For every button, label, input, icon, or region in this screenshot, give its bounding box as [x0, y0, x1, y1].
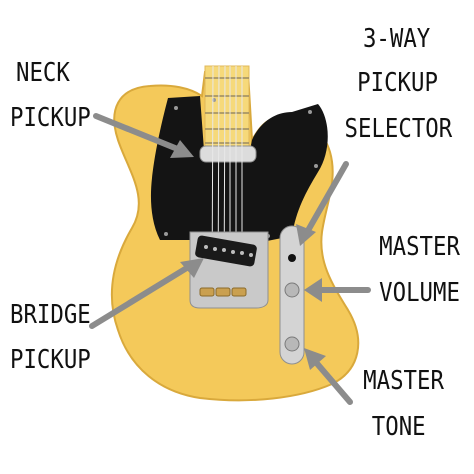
tone-arrow [304, 348, 353, 405]
label-volume-line1: MASTER [379, 232, 460, 262]
bridge-pickup-poles [204, 245, 253, 257]
label-selector-line3: SELECTOR [344, 114, 452, 144]
label-tone-line2: TONE [372, 412, 426, 442]
selector-arrow [296, 161, 349, 246]
label-neck-line2: PICKUP [10, 103, 91, 133]
label-tone-line1: MASTER [363, 366, 444, 396]
label-bridge-line2: PICKUP [10, 345, 91, 375]
pickup-selector-switch [288, 254, 296, 262]
tone-knob [284, 336, 300, 352]
label-volume-line2: VOLUME [379, 278, 460, 308]
volume-knob [284, 282, 300, 298]
label-selector-line2: PICKUP [357, 68, 438, 98]
volume-arrow [304, 278, 371, 302]
label-neck-line1: NECK [16, 58, 70, 88]
bridge-saddles [199, 287, 247, 297]
neck-pickup-arrow [93, 113, 194, 158]
bridge-pickup-arrow [89, 258, 204, 329]
neck-pickup [199, 145, 257, 163]
bridge-pickup [195, 235, 257, 267]
label-bridge-line1: BRIDGE [10, 300, 91, 330]
pickguard [150, 96, 328, 242]
label-selector-line1: 3-WAY [362, 24, 430, 54]
